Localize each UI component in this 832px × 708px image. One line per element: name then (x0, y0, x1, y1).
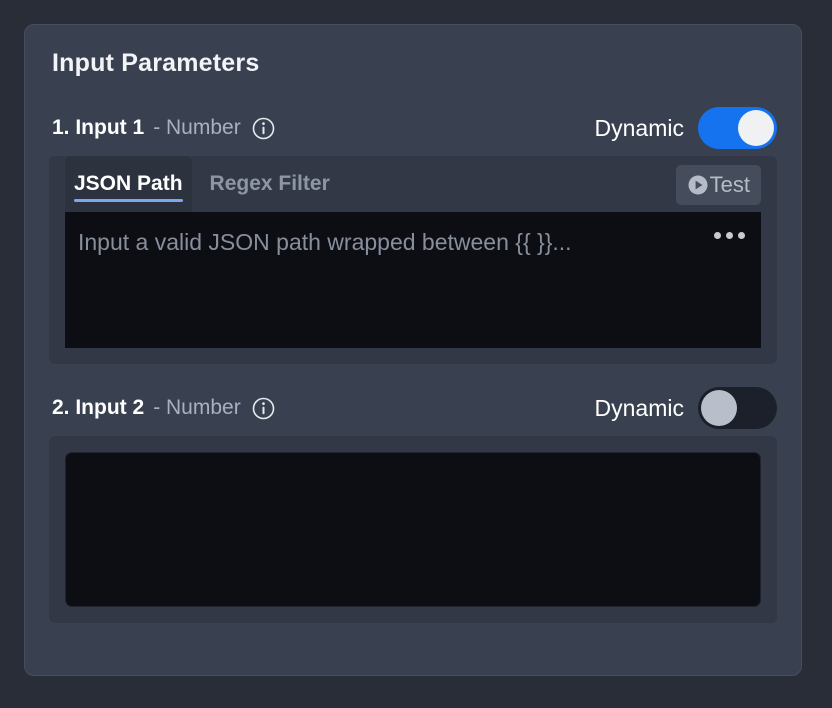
dynamic-toggle-group-1: Dynamic (595, 107, 777, 149)
json-path-editor[interactable]: Input a valid JSON path wrapped between … (65, 212, 761, 348)
info-icon[interactable] (252, 117, 275, 140)
parameter-header-2: 2. Input 2 - Number Dynamic (49, 380, 777, 436)
test-button[interactable]: Test (675, 165, 761, 205)
ellipsis-dot (726, 232, 733, 239)
editor-tabbar-1: JSON Path Regex Filter Test (49, 156, 777, 212)
page-title: Input Parameters (52, 49, 260, 77)
info-icon[interactable] (252, 397, 275, 420)
play-circle-icon (687, 174, 709, 196)
tab-json-path[interactable]: JSON Path (65, 156, 192, 212)
tab-regex-filter[interactable]: Regex Filter (192, 156, 339, 212)
parameter-panel-1: JSON Path Regex Filter Test (49, 156, 777, 364)
parameter-name-1: 1. Input 1 (52, 116, 145, 139)
editor-tabs: JSON Path Regex Filter (65, 156, 339, 212)
input-2-editor[interactable] (65, 452, 761, 607)
ellipsis-dot (738, 232, 745, 239)
parameter-panel-2 (49, 436, 777, 623)
parameter-header-1: 1. Input 1 - Number Dynamic (49, 100, 777, 156)
toggle-knob (701, 390, 737, 426)
dynamic-toggle-2[interactable] (698, 387, 777, 429)
tab-json-path-label: JSON Path (74, 172, 183, 195)
dynamic-toggle-1[interactable] (698, 107, 777, 149)
parameter-label-group-1: 1. Input 1 - Number (52, 116, 275, 140)
tab-active-underline (74, 199, 183, 202)
test-button-label: Test (709, 172, 750, 197)
dynamic-label-2: Dynamic (594, 394, 684, 421)
ellipsis-icon[interactable] (714, 232, 745, 239)
parameter-type-1: - Number (153, 116, 241, 139)
dynamic-toggle-group-2: Dynamic (595, 387, 777, 429)
input-parameters-card: Input Parameters 1. Input 1 - Number Dyn… (24, 24, 802, 676)
parameter-label-group-2: 2. Input 2 - Number (52, 396, 275, 420)
json-path-placeholder: Input a valid JSON path wrapped between … (78, 229, 572, 255)
tab-regex-filter-label: Regex Filter (209, 172, 330, 195)
toggle-knob (738, 110, 774, 146)
parameter-type-2: - Number (153, 396, 241, 419)
ellipsis-dot (714, 232, 721, 239)
dynamic-label-1: Dynamic (594, 114, 684, 141)
parameter-name-2: 2. Input 2 (52, 396, 145, 419)
